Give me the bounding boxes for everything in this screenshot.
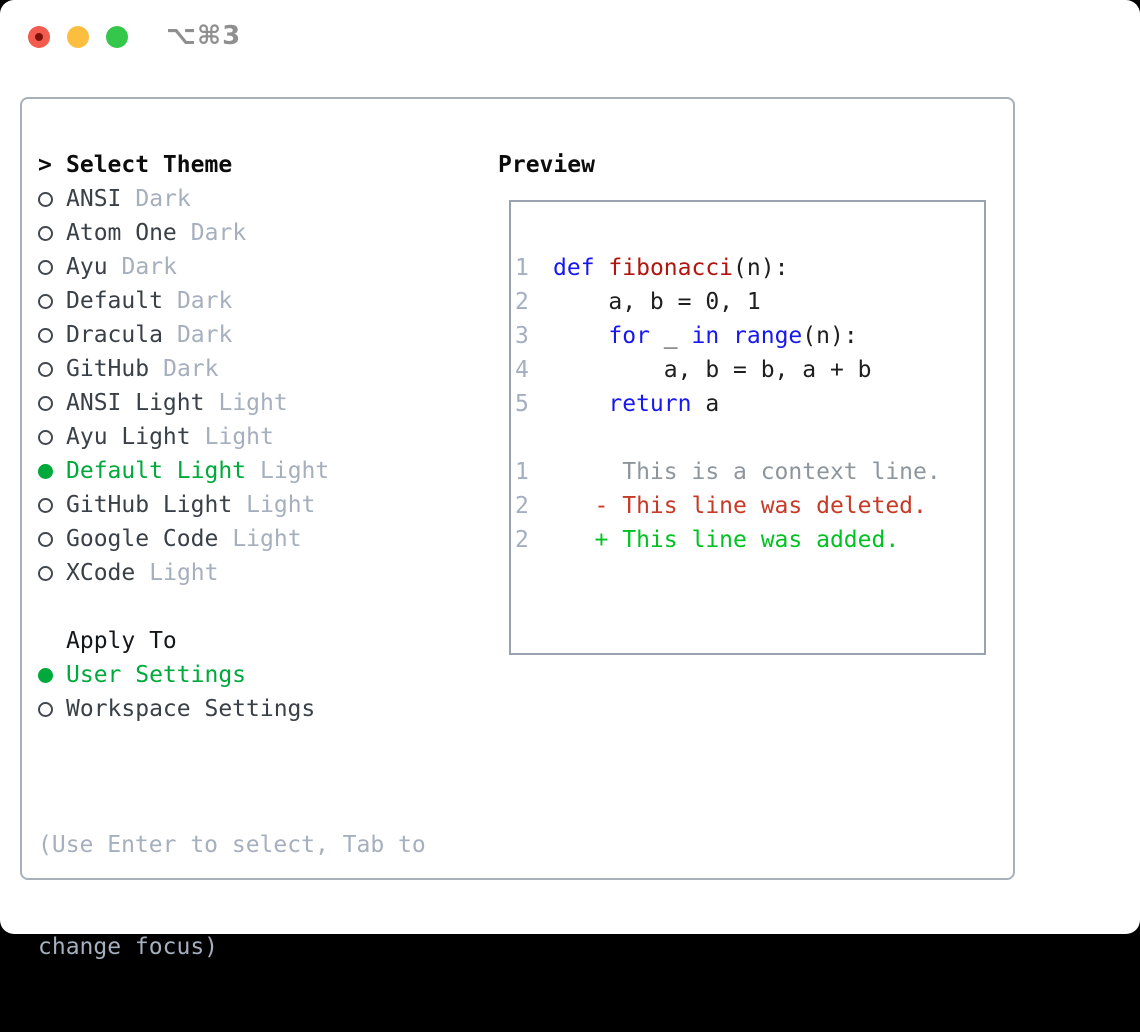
line-number: 4 (515, 357, 529, 383)
theme-variant: Dark (176, 322, 233, 348)
theme-name: ANSI Light (66, 390, 205, 416)
radio-icon (38, 565, 53, 581)
cursor-icon: > (38, 152, 52, 178)
apply-to-option[interactable]: Workspace Settings (38, 692, 488, 726)
theme-variant: Dark (163, 356, 219, 382)
minimize-button[interactable] (67, 26, 89, 48)
radio-icon (38, 395, 53, 411)
radio-icon (38, 701, 53, 717)
code-line: 1 This is a context line. (511, 455, 984, 489)
preview-title: Preview (498, 152, 595, 178)
help-hint-line: (Use Enter to select, Tab to (38, 832, 426, 858)
unsaved-dot-icon (35, 33, 43, 41)
radio-icon (38, 225, 53, 241)
theme-name: GitHub (66, 356, 150, 382)
radio-icon (38, 293, 53, 309)
theme-variant: Dark (190, 220, 247, 246)
theme-variant: Dark (176, 288, 233, 314)
theme-name: Dracula (66, 322, 163, 348)
theme-name: Ayu Light (66, 424, 191, 450)
code-line: 5 return a (511, 387, 984, 421)
radio-selected-icon (38, 463, 53, 479)
theme-name: Default Light (66, 458, 247, 484)
theme-option[interactable]: Default Light Light (38, 454, 488, 488)
apply-to-header: Apply To (38, 624, 488, 658)
theme-name: ANSI (66, 186, 122, 212)
apply-to-title: Apply To (66, 628, 177, 654)
line-number: 2 (515, 493, 529, 519)
apply-to-label: Workspace Settings (66, 696, 316, 722)
theme-option[interactable]: GitHub Light Light (38, 488, 488, 522)
theme-option[interactable]: Google Code Light (38, 522, 488, 556)
code-line: 2 + This line was added. (511, 523, 984, 557)
theme-option[interactable]: Default Dark (38, 284, 488, 318)
radio-selected-icon (38, 667, 53, 683)
line-number: 5 (515, 391, 529, 417)
help-hint: (Use Enter to select, Tab to change focu… (38, 760, 488, 1032)
radio-icon (38, 191, 53, 207)
theme-list-title: Select Theme (66, 152, 233, 178)
theme-variant: Light (246, 492, 316, 518)
code-line: 3 for _ in range(n): (511, 319, 984, 353)
theme-variant: Dark (121, 254, 177, 280)
radio-icon (38, 497, 53, 513)
theme-name: XCode (66, 560, 136, 586)
theme-variant: Light (260, 458, 330, 484)
theme-option[interactable]: Ayu Dark (38, 250, 488, 284)
theme-name: Default (66, 288, 163, 314)
radio-icon (38, 327, 53, 343)
line-number: 3 (515, 323, 529, 349)
code-line: 4 a, b = b, a + b (511, 353, 984, 387)
theme-option[interactable]: ANSI Light Light (38, 386, 488, 420)
code-line (511, 421, 984, 455)
theme-name: GitHub Light (66, 492, 233, 518)
theme-variant: Light (218, 390, 288, 416)
radio-icon (38, 531, 53, 547)
code-line: 2 a, b = 0, 1 (511, 285, 984, 319)
radio-icon (38, 361, 53, 377)
theme-variant: Light (149, 560, 219, 586)
apply-to-option[interactable]: User Settings (38, 658, 488, 692)
help-hint-line: change focus) (38, 934, 219, 960)
window-shortcut: ⌥⌘3 (166, 21, 242, 51)
theme-option[interactable]: Dracula Dark (38, 318, 488, 352)
theme-variant: Light (232, 526, 302, 552)
theme-variant: Dark (135, 186, 191, 212)
code-line: 2 - This line was deleted. (511, 489, 984, 523)
theme-name: Ayu (66, 254, 108, 280)
theme-name: Atom One (66, 220, 177, 246)
line-number: 1 (515, 255, 529, 281)
line-number: 2 (515, 527, 529, 553)
theme-variant: Light (204, 424, 274, 450)
theme-name: Google Code (66, 526, 219, 552)
theme-list-header: > Select Theme (38, 148, 488, 182)
theme-option[interactable]: Atom One Dark (38, 216, 488, 250)
theme-option[interactable]: GitHub Dark (38, 352, 488, 386)
theme-option[interactable]: Ayu Light Light (38, 420, 488, 454)
close-button[interactable] (28, 26, 50, 48)
apply-to-label: User Settings (66, 662, 247, 688)
radio-icon (38, 259, 53, 275)
theme-option[interactable]: ANSI Dark (38, 182, 488, 216)
line-number: 1 (515, 459, 529, 485)
radio-icon (38, 429, 53, 445)
line-number: 2 (515, 289, 529, 315)
zoom-button[interactable] (106, 26, 128, 48)
theme-option[interactable]: XCode Light (38, 556, 488, 590)
